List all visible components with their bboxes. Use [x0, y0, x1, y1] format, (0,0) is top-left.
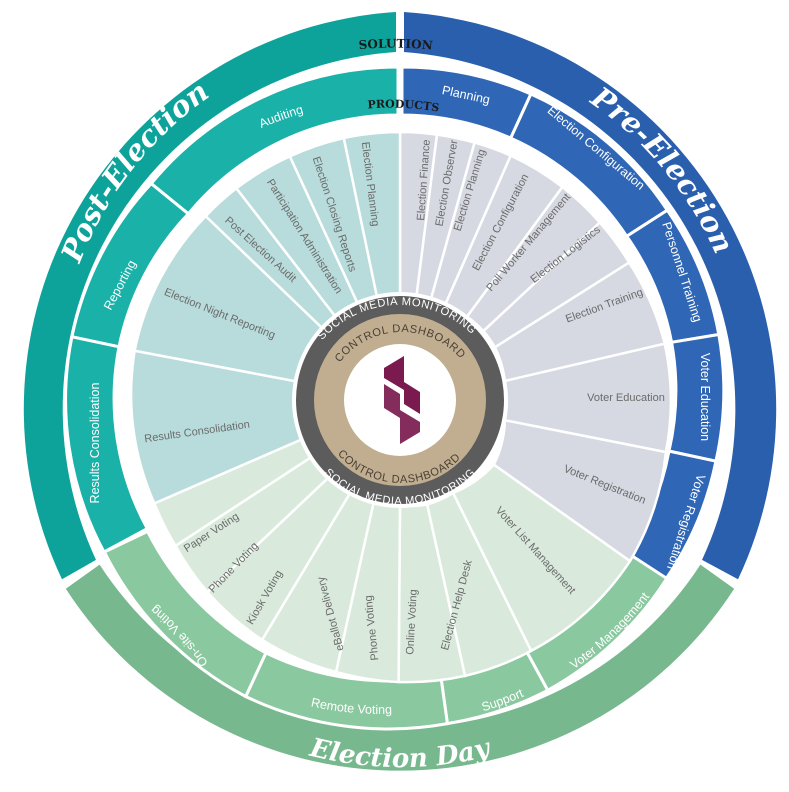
pre-election-arc	[404, 12, 777, 580]
voter-education-segment[interactable]	[667, 332, 726, 463]
onsite-voting-segment[interactable]	[102, 529, 268, 699]
solution-ring	[64, 65, 726, 731]
solution-header: SOLUTION	[358, 37, 433, 53]
reporting-segment[interactable]	[70, 181, 191, 349]
results-consolidation-label: Results Consolidation	[88, 383, 102, 504]
product-voter-education: Voter Education	[587, 392, 665, 404]
products-ring	[129, 130, 673, 684]
voter-education-label: Voter Education	[698, 353, 712, 441]
election-day-arc	[65, 564, 735, 771]
product-election-finance: Election Finance	[415, 139, 433, 221]
phase-ring	[23, 12, 777, 771]
s-logo-icon	[384, 356, 420, 444]
product-online-voting: Online Voting	[404, 589, 419, 655]
products-header: PRODUCTS	[367, 98, 440, 115]
post-election-arc	[23, 12, 397, 580]
hub	[292, 292, 508, 508]
auditing-segment[interactable]	[149, 65, 400, 216]
results-consolidation-segment[interactable]	[64, 335, 150, 555]
